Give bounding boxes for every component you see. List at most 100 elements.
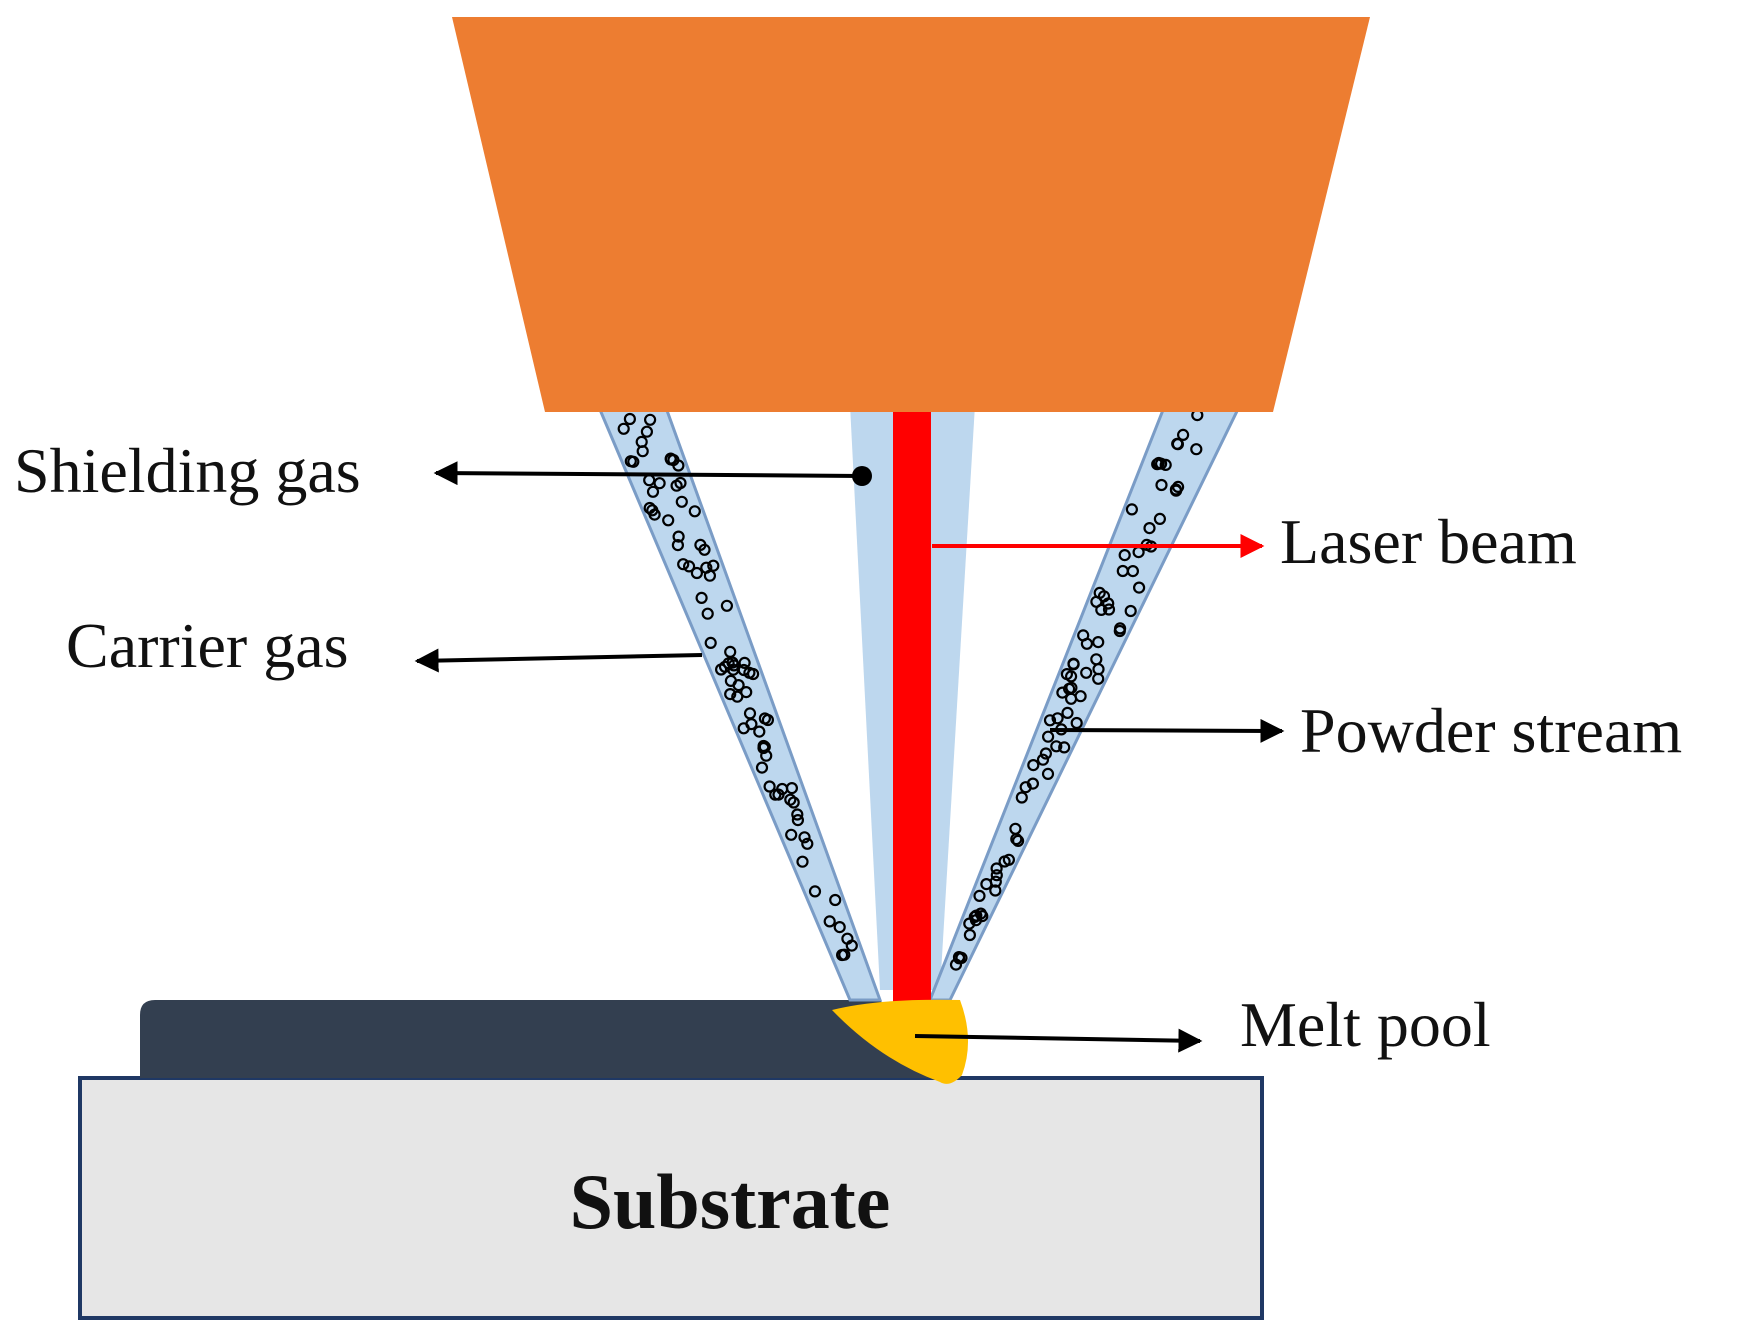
powder-stream-arrow xyxy=(1049,718,1285,743)
melt-pool xyxy=(832,999,969,1084)
deposited-layer xyxy=(140,1000,940,1078)
powder-particle xyxy=(833,920,846,934)
powder-particle xyxy=(1065,681,1078,694)
powder-particle xyxy=(704,636,717,650)
powder-particle xyxy=(761,713,775,727)
powder-particle xyxy=(784,793,797,806)
melt-pool-label: Melt pool xyxy=(1240,989,1491,1060)
powder-particle xyxy=(1095,603,1108,617)
powder-particle xyxy=(838,948,851,961)
powder-particle xyxy=(662,514,675,527)
powder-particle xyxy=(1011,834,1025,848)
powder-particle xyxy=(1132,581,1146,594)
powder-particle xyxy=(690,566,704,580)
powder-particle xyxy=(829,893,842,907)
powder-particle xyxy=(640,425,654,438)
powder-particle xyxy=(672,530,685,543)
powder-particle xyxy=(643,413,657,426)
powder-particle xyxy=(1043,714,1057,727)
powder-particle xyxy=(990,862,1003,875)
powder-particle xyxy=(1077,629,1090,642)
powder-particle xyxy=(791,813,805,827)
powder-particle xyxy=(998,855,1011,868)
powder-particle xyxy=(989,875,1002,888)
powder-particle xyxy=(823,915,836,928)
substrate-label: Substrate xyxy=(570,1158,891,1245)
powder-particle xyxy=(695,591,708,605)
laser-beam-label: Laser beam xyxy=(1280,506,1577,577)
shielding-gas-arrow xyxy=(433,461,863,486)
powder-particle xyxy=(724,645,737,659)
powder-particle xyxy=(688,505,701,518)
substrate-block xyxy=(78,1076,1264,1320)
powder-particle xyxy=(1171,437,1184,450)
powder-particle xyxy=(1113,622,1127,635)
powder-particle xyxy=(976,909,989,923)
powder-particle xyxy=(646,504,659,517)
powder-particle xyxy=(1126,564,1140,578)
powder-particle xyxy=(1039,747,1053,760)
powder-particle xyxy=(1118,548,1131,562)
powder-particle xyxy=(694,538,707,552)
powder-particle xyxy=(617,422,630,435)
powder-particle xyxy=(701,607,714,620)
powder-particle xyxy=(677,558,690,571)
powder-particle xyxy=(776,782,789,796)
powder-particle xyxy=(714,663,728,676)
powder-particle xyxy=(796,855,809,868)
carrier-gas-label: Carrier gas xyxy=(66,610,349,681)
powder-particle xyxy=(653,477,666,490)
powder-particle xyxy=(990,869,1003,882)
powder-particle xyxy=(700,561,713,574)
powder-particle xyxy=(1041,767,1055,781)
powder-particle xyxy=(1050,740,1063,753)
powder-particle xyxy=(732,678,745,692)
powder-particle xyxy=(623,412,637,426)
powder-particle xyxy=(671,538,685,552)
powder-particle xyxy=(791,808,804,821)
powder-particle xyxy=(746,667,760,681)
powder-particle xyxy=(1159,458,1172,471)
powder-particle xyxy=(801,837,814,850)
powder-particle xyxy=(664,452,677,465)
powder-particle xyxy=(1153,512,1167,526)
powder-particle xyxy=(758,740,771,754)
powder-particle xyxy=(1015,791,1028,804)
powder-particle xyxy=(989,884,1002,897)
shielding-gas-arrow-dot xyxy=(852,466,872,486)
powder-particle xyxy=(808,885,822,898)
powder-particle xyxy=(1151,458,1164,471)
powder-particle xyxy=(682,560,696,573)
powder-particle xyxy=(1155,478,1168,492)
powder-particle xyxy=(1125,503,1139,516)
powder-particle xyxy=(1060,667,1074,681)
shielding-gas-label: Shielding gas xyxy=(14,435,361,506)
powder-particle xyxy=(731,690,744,703)
powder-particle xyxy=(646,485,660,498)
powder-particle xyxy=(1067,658,1080,671)
powder-particle xyxy=(743,707,757,720)
powder-particle xyxy=(672,459,685,472)
carrier-gas-arrow xyxy=(414,648,703,673)
powder-particle xyxy=(755,761,769,774)
powder-particle xyxy=(1058,741,1071,754)
powder-particle xyxy=(1124,604,1137,618)
powder-particle xyxy=(720,599,734,612)
melt-pool-arrow xyxy=(914,1028,1203,1053)
powder-particle xyxy=(1019,781,1032,794)
powder-particle xyxy=(1056,686,1069,699)
powder-particle xyxy=(1143,521,1156,535)
powder-particle xyxy=(785,828,798,841)
powder-particle xyxy=(1169,483,1183,496)
powder-particle xyxy=(724,687,737,701)
powder-particle xyxy=(968,910,981,924)
powder-particle xyxy=(1176,428,1190,441)
powder-particle xyxy=(1036,753,1050,766)
powder-particle xyxy=(674,476,687,490)
powder-particle xyxy=(753,725,766,738)
powder-particle xyxy=(737,722,750,735)
powder-particle xyxy=(963,928,977,942)
powder-particle xyxy=(798,831,811,844)
powder-particle xyxy=(1070,716,1083,730)
